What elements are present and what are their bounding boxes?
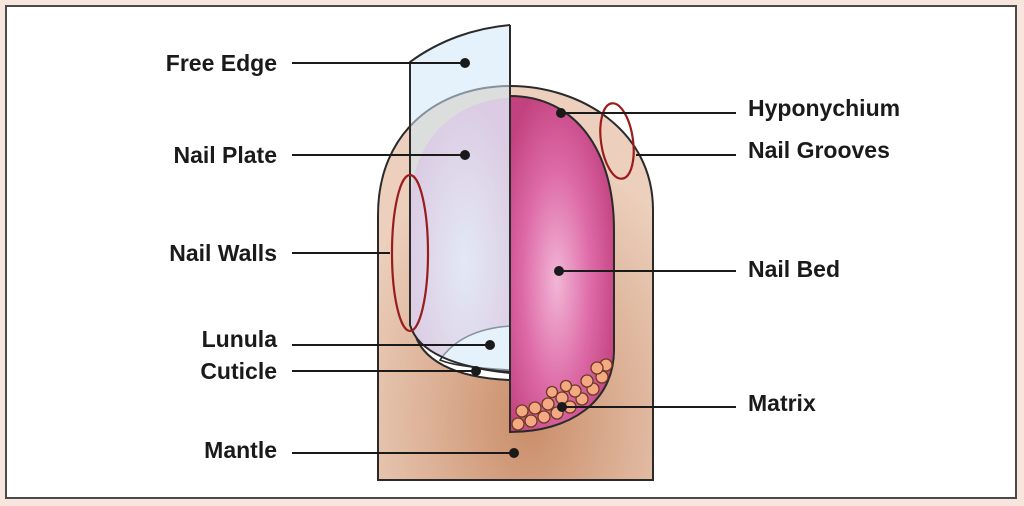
nail-plate-overlay: [409, 23, 510, 374]
left-dots: [460, 58, 519, 458]
nail-grooves-ellipse: [599, 102, 635, 180]
label-cuticle: Cuticle: [200, 358, 277, 384]
label-lunula: Lunula: [202, 326, 278, 352]
label-mantle: Mantle: [204, 437, 277, 463]
label-nail-plate: Nail Plate: [173, 142, 277, 168]
right-leaders: [559, 112, 736, 408]
label-free-edge: Free Edge: [166, 50, 277, 76]
label-nail-walls: Nail Walls: [169, 240, 277, 266]
nail-walls-ellipse: [390, 173, 430, 333]
matrix-cells: [511, 358, 613, 431]
left-leaders: [292, 62, 514, 454]
right-dots: [554, 108, 567, 412]
label-hyponychium: Hyponychium: [748, 95, 900, 121]
label-nail-grooves: Nail Grooves: [748, 137, 890, 163]
label-matrix: Matrix: [748, 390, 816, 416]
label-nail-bed: Nail Bed: [748, 256, 840, 282]
